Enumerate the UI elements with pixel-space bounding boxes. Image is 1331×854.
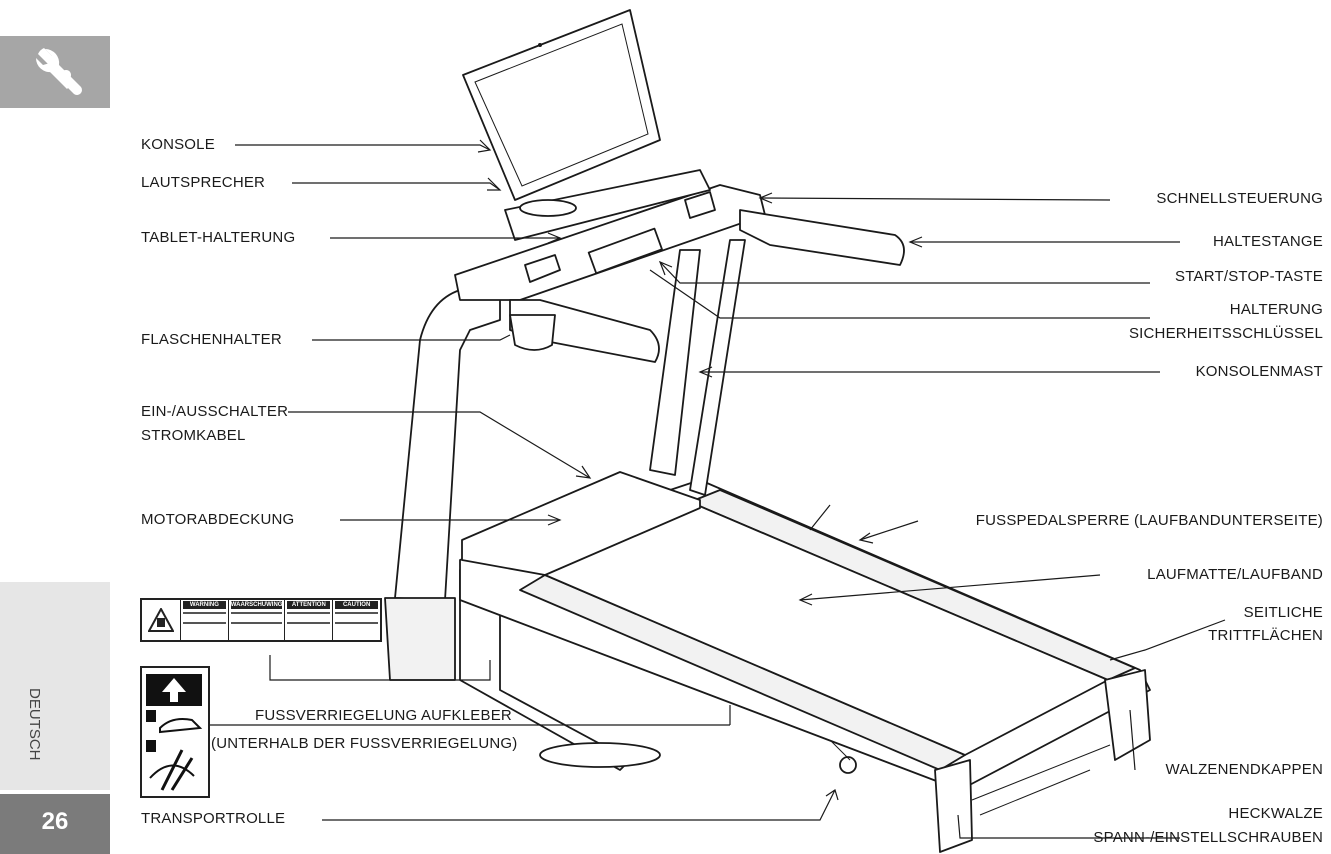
label-fusspedalsperre: FUSSPEDALSPERRE (LAUFBANDUNTERSEITE) (975, 512, 1323, 529)
label-spann: SPANN-/EINSTELLSCHRAUBEN (1093, 829, 1323, 846)
warning-col-2: WAARSCHUWING (227, 600, 285, 640)
upright-left (394, 289, 501, 601)
start-stop-panel (587, 227, 663, 275)
warning-symbol (142, 600, 180, 640)
quick-controls-left (524, 254, 561, 283)
motor-cover (461, 471, 701, 576)
warning-col-4: CAUTION (332, 600, 380, 640)
warning-col-1: WARNING (180, 600, 228, 640)
rear-end-cap-left (934, 759, 973, 853)
language-tab (0, 582, 110, 790)
console-mast (649, 249, 701, 476)
warning-triangle-icon (148, 608, 174, 632)
bottle-holder (509, 314, 556, 351)
label-sicherheitsschluessel: SICHERHEITSSCHLÜSSEL (1128, 325, 1323, 342)
console-mast-2 (689, 239, 746, 496)
warning-col-3: ATTENTION (284, 600, 332, 640)
label-haltestange: HALTESTANGE (1213, 233, 1323, 250)
label-motorabdeckung: MOTORABDECKUNG (141, 511, 295, 528)
label-seitliche: SEITLICHE (1243, 604, 1323, 621)
wrench-icon (35, 48, 83, 96)
page-number-tab (0, 794, 110, 854)
label-konsole: KONSOLE (141, 136, 215, 153)
rear-end-cap-right (1104, 669, 1151, 761)
label-tablet-halterung: TABLET-HALTERUNG (141, 229, 296, 246)
label-fussverriegelung-aufkleber: FUSSVERRIEGELUNG AUFKLEBER (255, 707, 512, 724)
label-unterhalb: (UNTERHALB DER FUSSVERRIEGELUNG) (211, 735, 518, 752)
label-flaschenhalter: FLASCHENHALTER (141, 331, 282, 348)
label-start-stop: START/STOP-TASTE (1175, 268, 1323, 285)
foot-lock-illustration (146, 674, 203, 791)
quick-controls-right (684, 191, 716, 219)
console-screen (474, 23, 649, 187)
foot-lock-sticker (140, 666, 210, 798)
console (462, 9, 661, 201)
tablet-tray (504, 169, 711, 241)
label-stromkabel: STROMKABEL (141, 427, 246, 444)
page-number: 26 (41, 808, 69, 835)
handrail-right (739, 209, 905, 266)
speaker (519, 199, 577, 217)
label-ein-ausschalter: EIN-/AUSSCHALTER (141, 403, 289, 420)
label-walzenendkappen: WALZENENDKAPPEN (1165, 761, 1323, 778)
label-lautsprecher: LAUTSPRECHER (141, 174, 266, 191)
upright-left-base (384, 597, 456, 681)
label-trittflaechen: TRITTFLÄCHEN (1208, 627, 1323, 644)
warning-sticker: WARNING WAARSCHUWING ATTENTION CAUTION (140, 598, 382, 642)
label-transportrolle: TRANSPORTROLLE (141, 810, 286, 827)
transport-wheel (839, 756, 857, 774)
label-konsolenmast: KONSOLENMAST (1195, 363, 1323, 380)
label-heckwalze: HECKWALZE (1228, 805, 1323, 822)
section-tab (0, 36, 110, 108)
label-schnellsteuerung: SCHNELLSTEUERUNG (1156, 190, 1323, 207)
base-foot (539, 742, 661, 768)
label-halterung: HALTERUNG (1229, 301, 1323, 318)
label-laufmatte: LAUFMATTE/LAUFBAND (1147, 566, 1323, 583)
